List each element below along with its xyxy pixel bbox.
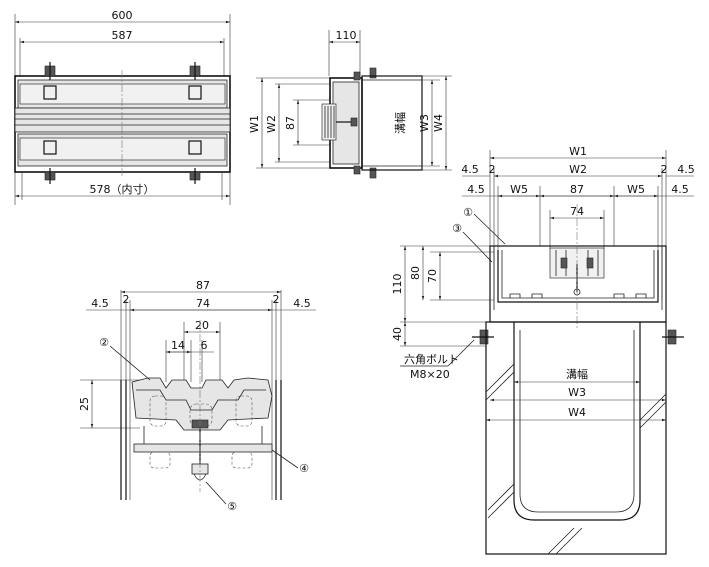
- side-dim-w4: W4: [432, 114, 445, 132]
- callout-1: ①: [463, 206, 473, 219]
- detail-dim-2-left: 2: [123, 293, 130, 306]
- section-dim-w2: W2: [569, 163, 587, 176]
- bolt-size: M8×20: [410, 368, 450, 381]
- detail-dim-14: 14: [171, 339, 185, 352]
- section-dim-2-right: 2: [661, 163, 668, 176]
- detail-dim-6: 6: [201, 339, 208, 352]
- section-dim-2-left: 2: [489, 163, 496, 176]
- detail-dim-45-right: 4.5: [293, 297, 311, 310]
- dim-600: 600: [112, 9, 133, 22]
- side-dim-w1: W1: [248, 115, 261, 133]
- front-bolt-icon: [44, 62, 201, 184]
- section-dim-45-left-row2: 4.5: [467, 183, 485, 196]
- section-trench-inner: [513, 322, 641, 521]
- detail-dim-2-right: 2: [273, 293, 280, 306]
- section-dim-40: 40: [391, 327, 404, 341]
- section-dim-w3: W3: [568, 386, 586, 399]
- callout-4: ④: [299, 462, 309, 475]
- section-dim-w1: W1: [569, 145, 587, 158]
- callout-3: ③: [452, 222, 462, 235]
- front-slot-2: [188, 85, 202, 100]
- section-groove-label: 溝幅: [566, 368, 588, 381]
- callout-2: ②: [99, 336, 109, 349]
- detail-base-plate: [133, 443, 273, 453]
- hex-bolt-icon: [472, 329, 684, 345]
- front-middle-band: [14, 107, 231, 133]
- front-slot-3: [43, 140, 57, 155]
- section-dim-110: 110: [391, 274, 404, 295]
- detail-dim-20: 20: [195, 319, 209, 332]
- detail-view: 87 4.5 2 74 2 4.5 20 14 6 25: [78, 279, 316, 513]
- section-dim-87: 87: [570, 183, 584, 196]
- section-dim-45-right: 4.5: [677, 163, 695, 176]
- detail-dim-45-left: 4.5: [91, 297, 109, 310]
- bolt-label: 六角ボルト: [404, 353, 459, 366]
- section-dim-w5-left: W5: [510, 183, 528, 196]
- detail-dim-25: 25: [78, 397, 91, 411]
- section-dim-w5-right: W5: [627, 183, 645, 196]
- side-dim-87: 87: [284, 116, 297, 130]
- side-dim-w3: W3: [418, 114, 431, 132]
- section-trench: [485, 321, 667, 555]
- side-bolt-icon: [353, 71, 361, 81]
- side-view: 110 W1 W2 87 溝幅: [248, 29, 452, 179]
- front-slot-1: [43, 85, 57, 100]
- section-dim-80: 80: [409, 266, 422, 280]
- side-dim-110: 110: [336, 29, 357, 42]
- detail-dim-87: 87: [196, 279, 210, 292]
- dim-587: 587: [112, 29, 133, 42]
- side-dim-w2: W2: [265, 115, 278, 133]
- section-view: W1 4.5 2 W2 2 4.5 4.5 W5 87 W5 4.5 74 ① …: [391, 145, 695, 555]
- front-slot-4: [188, 140, 202, 155]
- section-dim-70: 70: [426, 269, 439, 283]
- front-view: 600 587 578（内寸）: [14, 9, 231, 205]
- section-dim-w4: W4: [568, 406, 586, 419]
- callout-5: ⑤: [227, 500, 237, 513]
- side-trench: [361, 75, 423, 171]
- section-dim-45-left: 4.5: [461, 163, 479, 176]
- detail-dim-74: 74: [196, 297, 210, 310]
- dim-578-inner: 578（内寸）: [90, 182, 155, 196]
- side-groove-label: 溝幅: [394, 112, 407, 134]
- section-channel: [497, 250, 659, 303]
- section-dim-45-right-row2: 4.5: [671, 183, 689, 196]
